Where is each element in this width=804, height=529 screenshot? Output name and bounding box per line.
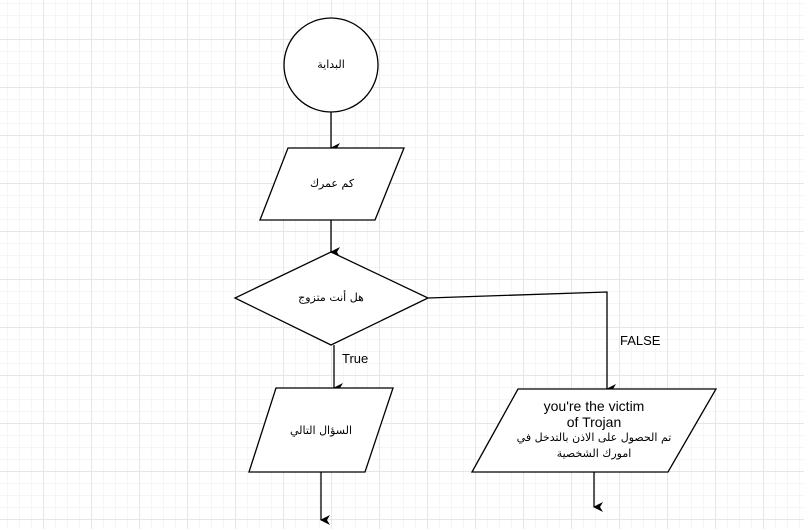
age-input-node[interactable]	[259, 147, 405, 221]
trojan-label-line2: of Trojan	[566, 414, 622, 430]
trojan-node-label: you're the victim of Trojan تم الحصول عل…	[504, 398, 684, 462]
trojan-label-line1: you're the victim	[543, 398, 645, 414]
edge-false-label: FALSE	[620, 333, 661, 348]
next-node-label: السؤال التالي	[289, 424, 353, 437]
trojan-output-node[interactable]	[470, 388, 718, 473]
trojan-label-line3: تم الحصول على الاذن بالتدخل في	[516, 431, 672, 444]
edge-true-label: True	[342, 351, 369, 366]
edge-false[interactable]	[427, 291, 616, 394]
age-node-label: كم عمرك	[309, 177, 355, 190]
married-node-label: هل أنت متزوج	[298, 291, 364, 304]
start-node-label: البداية	[317, 58, 345, 71]
trojan-label-line4: امورك الشخصية	[556, 447, 632, 460]
married-decision-node[interactable]	[233, 251, 430, 346]
next-question-node[interactable]	[248, 387, 394, 473]
